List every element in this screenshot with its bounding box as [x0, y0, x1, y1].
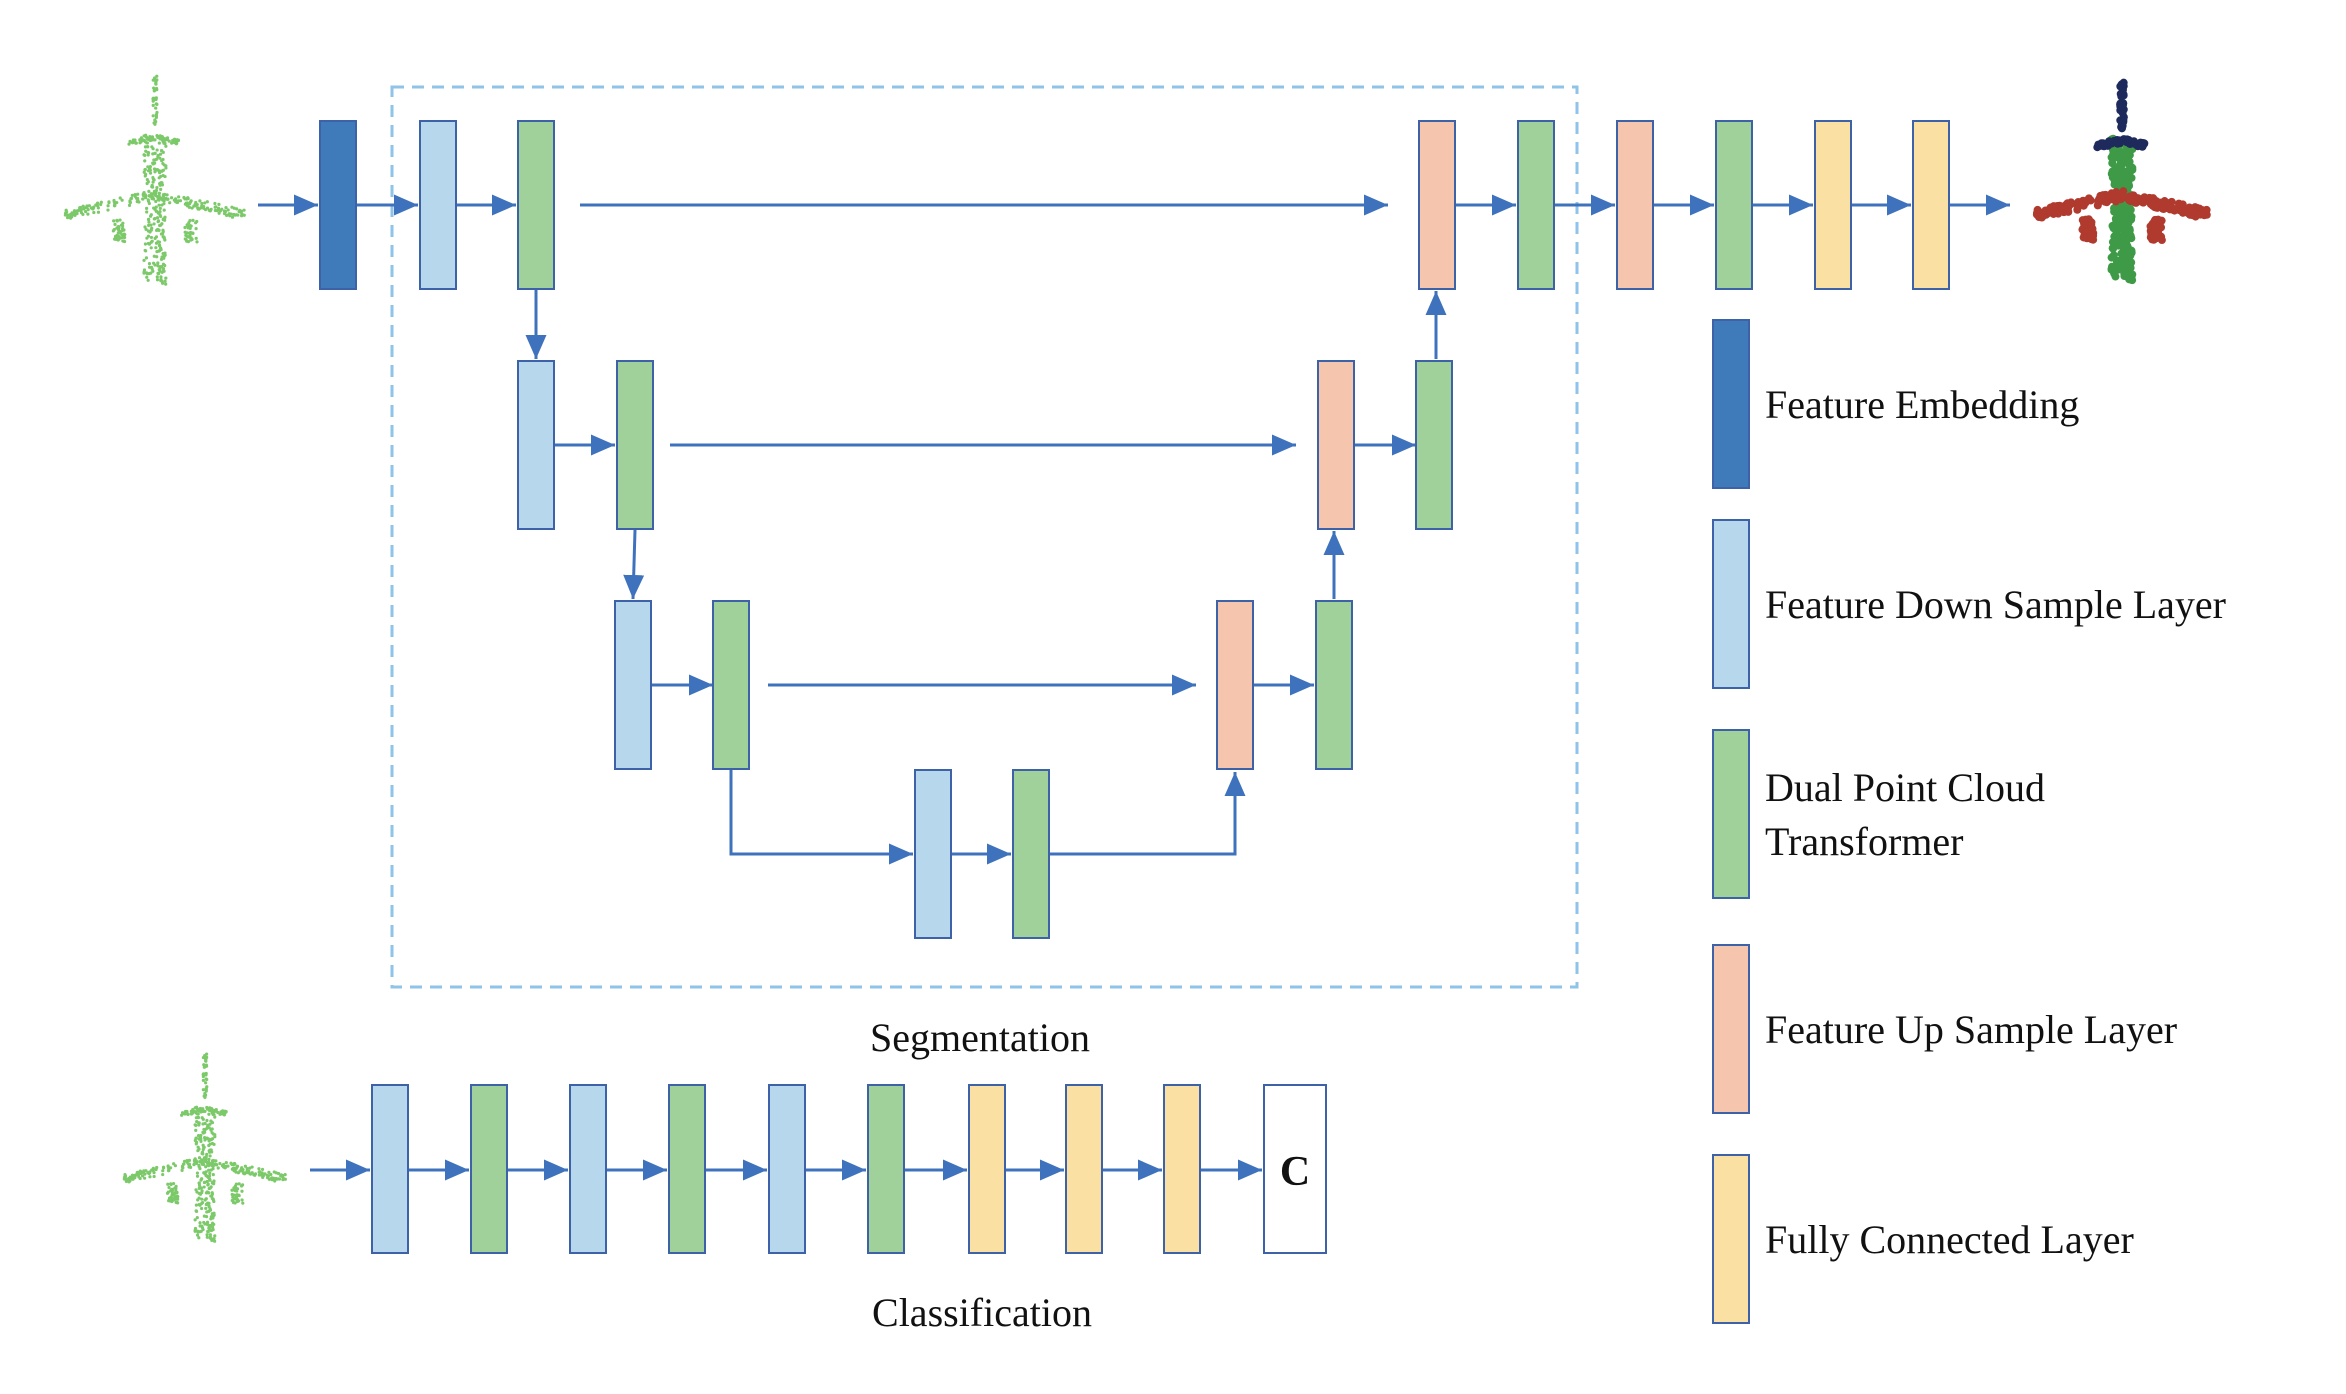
seg-dec1-block-transformer — [1415, 360, 1453, 530]
legend-swatch-feature_embedding — [1712, 319, 1750, 489]
legend-swatch-down_sample — [1712, 519, 1750, 689]
cls-block-down_sample-2 — [569, 1084, 607, 1254]
airplane-point-cloud-icon-classification — [122, 1052, 287, 1243]
arrow-down-row2-bottleneck — [729, 770, 913, 865]
legend-swatch-transformer — [1712, 729, 1750, 899]
cls-block-down_sample-4 — [768, 1084, 806, 1254]
seg-dec0-block-transformer — [1517, 120, 1555, 290]
cls-block-fully_connected-6 — [968, 1084, 1006, 1254]
seg-enc3-block-transformer — [1012, 769, 1050, 939]
seg-dec2-block-transformer — [1315, 600, 1353, 770]
segmented-airplane-point-cloud-icon — [2032, 78, 2211, 285]
seg-dec2-block-up_sample — [1216, 600, 1254, 770]
seg-enc2-block-down_sample — [614, 600, 652, 770]
seg-enc1-block-transformer — [616, 360, 654, 530]
legend-label-feature_embedding: Feature Embedding — [1765, 382, 2079, 427]
seg-head-block-fully_connected-3 — [1912, 120, 1950, 290]
icons — [63, 74, 2211, 1243]
seg-enc0-block-down_sample-1 — [419, 120, 457, 290]
output-class-label: C — [1280, 1149, 1310, 1195]
seg-dec1-block-up_sample — [1317, 360, 1355, 530]
cls-block-fully_connected-8 — [1163, 1084, 1201, 1254]
airplane-point-cloud-icon — [63, 74, 246, 286]
seg-enc2-block-transformer — [712, 600, 750, 770]
arrow-down-row1-row2 — [623, 529, 645, 600]
segmentation-label: Segmentation — [870, 1015, 1090, 1060]
legend-label-down_sample: Feature Down Sample Layer — [1765, 582, 2226, 627]
cls-block-fully_connected-7 — [1065, 1084, 1103, 1254]
seg-dec0-block-up_sample — [1418, 120, 1456, 290]
seg-enc3-block-down_sample — [914, 769, 952, 939]
cls-block-output-9 — [1263, 1084, 1327, 1254]
legend-label-fully_connected: Fully Connected Layer — [1765, 1217, 2134, 1262]
seg-enc1-block-down_sample — [517, 360, 555, 530]
legend-label-transformer-line0: Dual Point Cloud — [1765, 765, 2045, 810]
cls-block-transformer-3 — [668, 1084, 706, 1254]
seg-head-block-fully_connected-2 — [1814, 120, 1852, 290]
cls-block-down_sample-0 — [371, 1084, 409, 1254]
cls-block-transformer-5 — [867, 1084, 905, 1254]
connectors — [258, 194, 2010, 1181]
seg-head-block-transformer-1 — [1715, 120, 1753, 290]
seg-head-block-up_sample-0 — [1616, 120, 1654, 290]
legend-label-transformer-line1: Transformer — [1765, 819, 1964, 864]
legend-label-up_sample: Feature Up Sample Layer — [1765, 1007, 2177, 1052]
seg-enc0-block-transformer-2 — [517, 120, 555, 290]
cls-block-transformer-1 — [470, 1084, 508, 1254]
segmentation-boundary — [390, 85, 1579, 989]
blocks — [319, 120, 1950, 1254]
arrow-bottleneck-up-to-up2 — [1049, 772, 1246, 856]
seg-enc0-block-feature_embedding-0 — [319, 120, 357, 290]
classification-label: Classification — [872, 1290, 1092, 1335]
legend-swatch-up_sample — [1712, 944, 1750, 1114]
legend-swatch-fully_connected — [1712, 1154, 1750, 1324]
